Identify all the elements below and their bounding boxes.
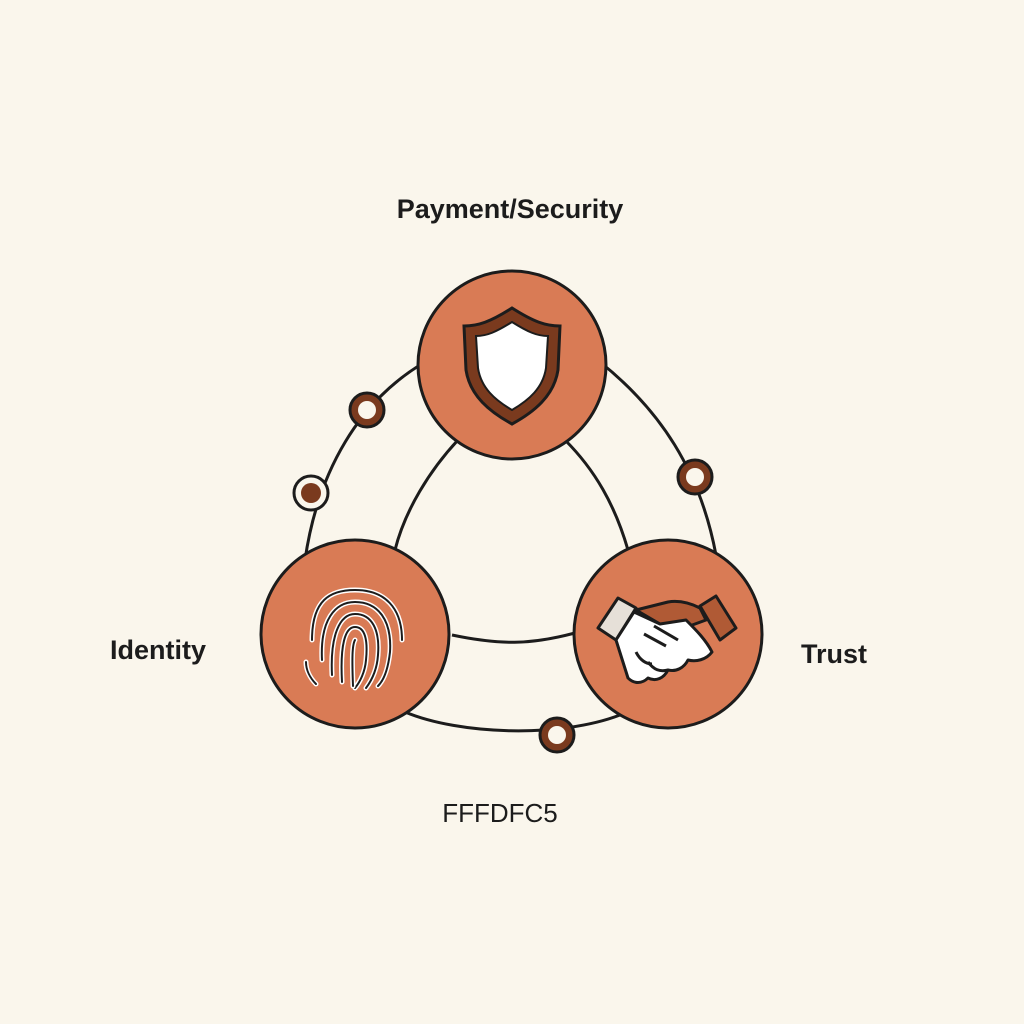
inner-arc-left	[393, 438, 460, 551]
node-identity	[259, 538, 451, 730]
diagram-caption: FFFDFC5	[442, 798, 558, 828]
inner-arc-bottom	[451, 631, 576, 644]
ring-dots	[292, 391, 714, 754]
ring-dot-inner	[358, 401, 376, 419]
node-label-identity: Identity	[110, 635, 207, 665]
ring-dot-inner	[686, 468, 704, 486]
outer-arc-bottom	[404, 710, 621, 733]
node-label-trust: Trust	[801, 639, 868, 669]
inner-arc-right	[563, 438, 630, 551]
handshake-icon	[596, 594, 738, 684]
outer-arc-right	[599, 360, 718, 556]
outer-arc-left	[303, 360, 426, 561]
node-label-payment-security: Payment/Security	[396, 194, 624, 224]
ring-dot-inner	[301, 483, 321, 503]
fingerprint-icon	[303, 587, 405, 691]
node-trust	[572, 538, 764, 730]
node-payment-security	[416, 269, 608, 461]
shield-icon	[462, 306, 562, 426]
connectors	[303, 360, 718, 733]
ring-dot-inner	[548, 726, 566, 744]
